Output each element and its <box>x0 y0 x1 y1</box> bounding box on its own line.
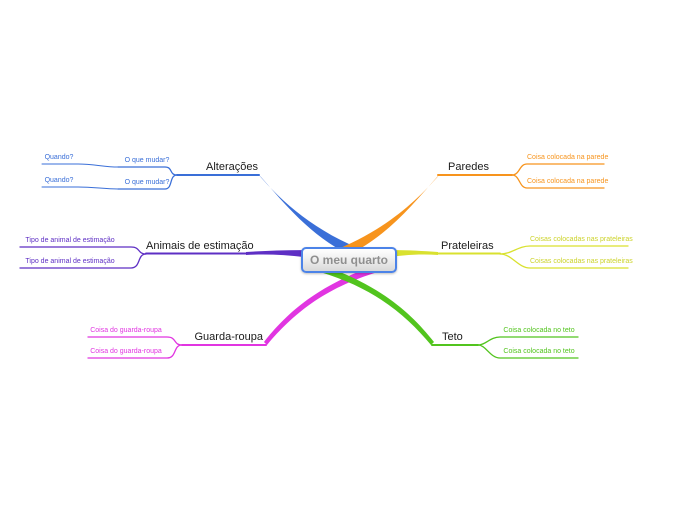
connector-alteracoes-child-2 <box>117 174 178 190</box>
connector-teto-child-2 <box>477 344 579 359</box>
branch-curve-teto <box>320 268 434 345</box>
connector-paredes-child-2 <box>511 174 605 189</box>
connector-guarda-roupa-child-2 <box>87 344 183 359</box>
subtopic-coisas-prateleiras-1[interactable]: Coisas colocadas nas prateleiras <box>530 236 633 243</box>
subtopic-coisa-do-guarda-roupa-1[interactable]: Coisa do guarda-roupa <box>90 327 162 334</box>
subtopic-coisa-colocada-no-teto-1[interactable]: Coisa colocada no teto <box>503 327 575 334</box>
connector-guarda-roupa-child-1 <box>87 336 183 346</box>
connector-alteracoes-child-1 <box>117 166 178 176</box>
connector-paredes-child-1 <box>511 163 605 176</box>
subtopic-o-que-mudar-2[interactable]: O que mudar? <box>124 179 170 186</box>
subtopic-o-que-mudar-1[interactable]: O que mudar? <box>124 157 170 164</box>
connector-alteracoes-grandchild-1 <box>41 163 119 168</box>
subtopic-tipo-de-animal-2[interactable]: Tipo de animal de estimação <box>25 258 115 265</box>
subtopic-coisas-prateleiras-2[interactable]: Coisas colocadas nas prateleiras <box>530 258 633 265</box>
root-topic[interactable]: O meu quarto <box>301 247 397 273</box>
topic-paredes[interactable]: Paredes <box>448 161 489 173</box>
topic-teto[interactable]: Teto <box>442 331 463 343</box>
connector-prateleiras-child-1 <box>499 245 629 255</box>
connector-alteracoes-grandchild-2 <box>41 186 119 190</box>
subtopic-coisa-colocada-na-parede-1[interactable]: Coisa colocada na parede <box>527 154 609 161</box>
topic-alteracoes[interactable]: Alterações <box>206 161 258 173</box>
subtopic-coisa-colocada-na-parede-2[interactable]: Coisa colocada na parede <box>527 178 609 185</box>
subtopic-quando-2[interactable]: Quando? <box>44 177 74 184</box>
connector-teto-child-1 <box>477 336 579 346</box>
connector-animais-child-1 <box>19 246 147 255</box>
subtopic-tipo-de-animal-1[interactable]: Tipo de animal de estimação <box>25 237 115 244</box>
connector-animais-child-2 <box>19 253 147 269</box>
connector-prateleiras-child-2 <box>499 253 629 269</box>
topic-guarda-roupa[interactable]: Guarda-roupa <box>194 331 264 343</box>
subtopic-coisa-colocada-no-teto-2[interactable]: Coisa colocada no teto <box>503 348 575 355</box>
subtopic-quando-1[interactable]: Quando? <box>44 154 74 161</box>
subtopic-coisa-do-guarda-roupa-2[interactable]: Coisa do guarda-roupa <box>90 348 162 355</box>
branch-curve-guarda-roupa <box>264 268 378 345</box>
topic-animais-de-estimacao[interactable]: Animais de estimação <box>146 240 254 252</box>
topic-prateleiras[interactable]: Prateleiras <box>441 240 494 252</box>
